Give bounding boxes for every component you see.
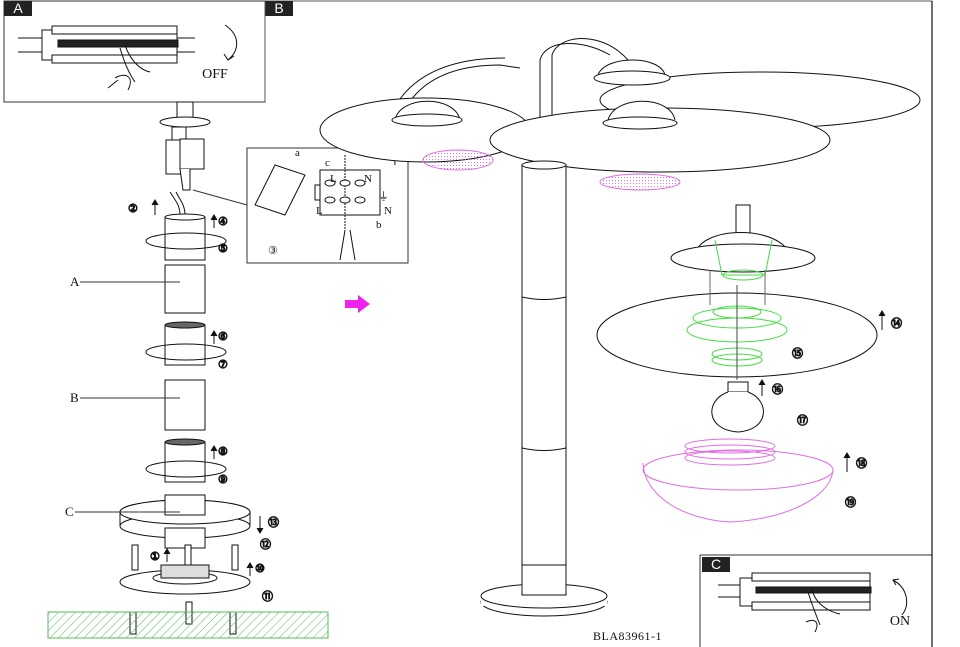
svg-text:⑱: ⑱ [856,457,867,470]
svg-text:⑦: ⑦ [218,359,228,371]
svg-text:⑥: ⑥ [218,331,228,343]
lamp-post [319,38,921,617]
svg-text:⑤: ⑤ [218,243,228,255]
panel-a: A OFF [3,0,266,103]
panel-b-tag: B [274,0,283,16]
step-markers-right: ⑭ ⑮ ⑯ ⑰ ⑱ ⑲ [758,310,903,510]
pole-exploded-view [119,101,251,635]
svg-text:N: N [384,205,392,217]
svg-text:⑯: ⑯ [772,383,783,396]
svg-text:⏚: ⏚ [378,190,389,203]
page-frame [265,0,933,647]
svg-text:④: ④ [218,216,228,228]
lamp-head-exploded [596,204,878,523]
svg-text:a: a [295,147,300,159]
svg-text:⑭: ⑭ [891,317,902,330]
svg-text:N: N [364,173,372,185]
svg-text:⑬: ⑬ [268,516,279,529]
circuit-breaker-off-icon [18,24,238,91]
ground-hatch [47,611,329,639]
part-b-label: B [70,390,79,405]
step-markers-left: ② ④ ⑤ ⑥ ⑦ ⑧ ⑨ ⑬ ⑫ ① ⑩ ⑪ [128,199,280,604]
svg-text:b: b [376,219,382,231]
svg-text:L: L [330,173,337,185]
wiring-detail: a c L N L N ⏚ b ③ [192,147,409,264]
direction-arrow-icon [345,295,370,313]
svg-text:⑮: ⑮ [792,347,803,360]
svg-text:⑨: ⑨ [218,474,228,486]
panel-b-tag-bg [265,1,293,16]
part-a-label: A [70,274,80,289]
panel-a-tag-bg [4,1,32,16]
svg-text:⑲: ⑲ [845,496,856,509]
panel-c-tag-bg [702,557,730,572]
circuit-breaker-on-icon [718,572,908,633]
svg-text:②: ② [128,203,138,215]
svg-text:⑧: ⑧ [218,446,228,458]
panel-a-tag: A [13,0,23,16]
panel-c: C ON [700,554,932,633]
svg-text:⑪: ⑪ [262,590,273,603]
part-c-label: C [65,504,74,519]
svg-text:c: c [325,157,330,169]
svg-text:①: ① [150,551,160,563]
part-labels: A B C [65,274,180,519]
svg-text:⑩: ⑩ [255,563,265,575]
panel-a-off-label: OFF [202,67,228,82]
svg-text:⑰: ⑰ [797,414,808,427]
panel-c-on-label: ON [890,614,910,629]
svg-text:L: L [316,205,323,217]
svg-text:⑫: ⑫ [260,538,271,551]
document-code: BLA83961-1 [593,629,662,643]
panel-c-tag: C [711,556,721,572]
svg-text:③: ③ [268,245,278,257]
